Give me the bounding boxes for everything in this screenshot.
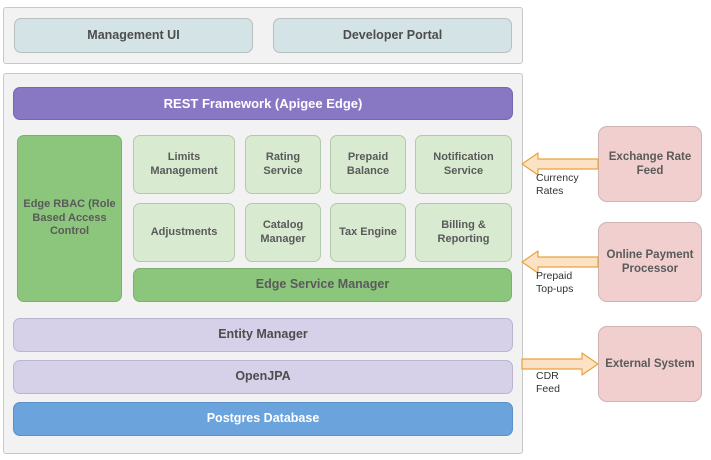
arrow-left-currency-rates [521,150,599,178]
entity-manager-bar[interactable]: Entity Manager [13,318,513,352]
external-box-online-payment-processor[interactable]: Online Payment Processor [598,222,702,302]
service-box-limits-management[interactable]: Limits Management [133,135,235,194]
external-box-exchange-rate-feed[interactable]: Exchange Rate Feed [598,126,702,202]
openjpa-bar[interactable]: OpenJPA [13,360,513,394]
edge-rbac-box[interactable]: Edge RBAC (Role Based Access Control [17,135,122,302]
service-box-notification-service[interactable]: Notification Service [415,135,512,194]
postgres-database-bar[interactable]: Postgres Database [13,402,513,436]
flow-label-prepaid-topups: Prepaid Top-ups [536,270,574,296]
arrow-right-cdr-feed [521,350,599,378]
service-box-catalog-manager[interactable]: Catalog Manager [245,203,321,262]
client-box-management-ui[interactable]: Management UI [14,18,253,53]
arrow-left-prepaid-topups [521,248,599,276]
service-box-rating-service[interactable]: Rating Service [245,135,321,194]
service-box-prepaid-balance[interactable]: Prepaid Balance [330,135,406,194]
flow-label-currency-rates: Currency Rates [536,172,579,198]
edge-service-manager-bar[interactable]: Edge Service Manager [133,268,512,302]
flow-label-cdr-feed: CDR Feed [536,370,560,396]
external-box-external-system[interactable]: External System [598,326,702,402]
rest-framework-bar[interactable]: REST Framework (Apigee Edge) [13,87,513,120]
service-box-tax-engine[interactable]: Tax Engine [330,203,406,262]
service-box-adjustments[interactable]: Adjustments [133,203,235,262]
service-box-billing-reporting[interactable]: Billing & Reporting [415,203,512,262]
client-box-developer-portal[interactable]: Developer Portal [273,18,512,53]
